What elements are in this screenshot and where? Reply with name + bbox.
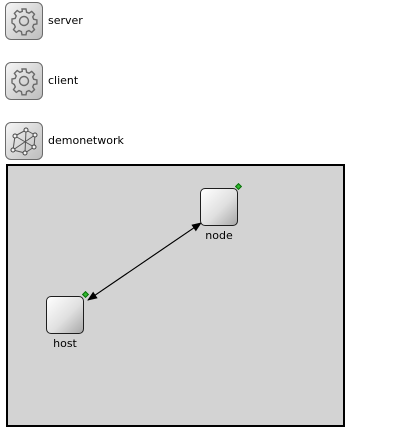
gear-icon xyxy=(5,62,43,100)
network-icon xyxy=(5,122,43,160)
palette-item-label: client xyxy=(48,74,79,87)
node-label: node xyxy=(205,229,233,242)
connection-layer xyxy=(87,222,202,301)
connection-node-to-host[interactable] xyxy=(87,222,202,301)
palette-item-label: demonetwork xyxy=(48,134,124,147)
node-label: host xyxy=(53,337,77,350)
gear-icon xyxy=(5,2,43,40)
node-host[interactable] xyxy=(46,296,84,334)
palette-item-demonetwork[interactable]: demonetwork xyxy=(5,122,124,160)
palette-item-label: server xyxy=(48,14,83,27)
palette-item-client[interactable]: client xyxy=(5,62,78,100)
palette-item-server[interactable]: server xyxy=(5,2,83,40)
node-node[interactable] xyxy=(200,188,238,226)
network-canvas[interactable]: node host xyxy=(6,164,345,427)
